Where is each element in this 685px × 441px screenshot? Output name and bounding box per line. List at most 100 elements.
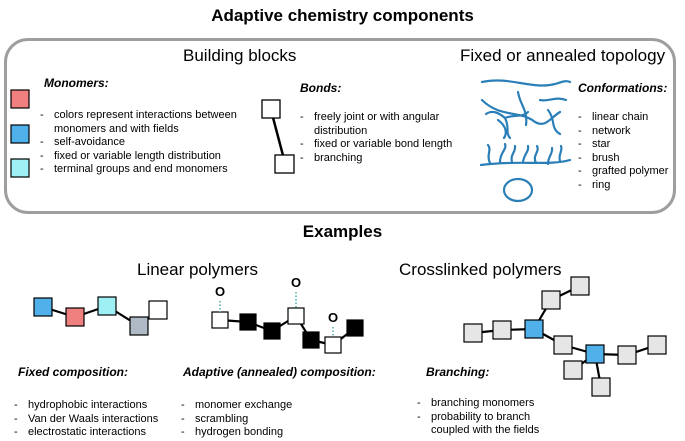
bullet-dash: - <box>300 151 304 164</box>
network-monomer <box>463 323 483 343</box>
examples-title: Examples <box>302 222 383 241</box>
brush-backbone <box>479 158 572 167</box>
monomer-item: -terminal groups and end monomers <box>40 163 237 177</box>
bullet-dash: - <box>14 426 18 439</box>
bullet-dash: - <box>578 111 582 123</box>
network-monomer <box>585 344 605 364</box>
oxygen-label: O <box>291 275 301 290</box>
fixed-composition-item: -Van der Waals interactions <box>14 413 158 427</box>
fixed-composition-heading: Fixed composition: <box>18 365 129 379</box>
monomer-swatch <box>10 89 30 109</box>
monomer-item-text: fixed or variable length distribution <box>54 149 221 162</box>
branching-list: -branching monomers-probability to branc… <box>417 397 539 438</box>
linear-polymers-title: Linear polymers <box>137 260 258 279</box>
monomer-item-text: terminal groups and end monomers <box>54 163 228 176</box>
bond-item-text: branching <box>314 151 363 164</box>
conformation-sketches <box>479 79 572 203</box>
monomer-item-text: monomers and with fields <box>54 122 179 135</box>
monomer-swatch <box>10 124 30 144</box>
main-title: Adaptive chemistry components <box>211 6 474 25</box>
bullet-dash: - <box>181 399 185 411</box>
chain-monomer <box>148 300 168 320</box>
linear-chain-curve <box>480 79 572 87</box>
branching-item: coupled with the fields <box>417 424 539 438</box>
network-monomer <box>591 377 611 397</box>
bond-monomer-bottom <box>274 154 295 174</box>
chain-monomer <box>211 311 229 329</box>
chain-monomer <box>263 322 281 340</box>
fixed-composition-item-text: Van der Waals interactions <box>28 412 159 425</box>
fixed-composition-item-text: electrostatic interactions <box>28 426 146 439</box>
bullet-dash: - <box>578 151 582 164</box>
fixed-composition-list: -hydrophobic interactions-Van der Waals … <box>14 399 158 440</box>
bond-item: distribution <box>300 125 452 139</box>
conformation-item: -ring <box>578 179 668 193</box>
chain-monomer <box>129 316 149 336</box>
fixed-composition-item: -electrostatic interactions <box>14 426 158 440</box>
bullet-dash: - <box>300 138 304 151</box>
network-curve <box>480 90 568 140</box>
chain-monomer <box>97 296 117 316</box>
adaptive-composition-item-text: scrambling <box>195 412 249 425</box>
bond-item-text: freely joint or with angular <box>314 111 440 123</box>
branching-item: -probability to branch <box>417 411 539 425</box>
chain-monomer <box>302 331 320 349</box>
conformation-item-text: ring <box>592 178 611 191</box>
conformations-heading: Conformations: <box>578 81 668 95</box>
bullet-dash: - <box>181 412 185 425</box>
crosslinked-network <box>463 276 667 397</box>
topology-title: Fixed or annealed topology <box>460 46 666 65</box>
adaptive-composition-item-text: monomer exchange <box>195 399 293 411</box>
network-monomer <box>541 290 561 310</box>
monomers-heading: Monomers: <box>44 76 109 90</box>
bullet-dash: - <box>14 412 18 425</box>
oxygen-label: O <box>215 284 225 299</box>
network-monomer <box>524 319 544 339</box>
monomer-item: -fixed or variable length distribution <box>40 150 237 164</box>
bond-item: -branching <box>300 152 452 166</box>
ring-curve <box>502 177 534 203</box>
network-monomer <box>563 360 583 380</box>
conformations-list: -linear chain-network-star-brush-grafted… <box>578 111 668 193</box>
conformation-item: -network <box>578 125 668 139</box>
bond-item: -fixed or variable bond length <box>300 138 452 152</box>
building-blocks-title: Building blocks <box>183 46 297 65</box>
conformation-item-text: linear chain <box>592 111 649 123</box>
components-panel <box>4 38 676 214</box>
fixed-composition-item-text: hydrophobic interactions <box>28 399 148 411</box>
bond-line <box>269 109 287 164</box>
monomer-item-text: self-avoidance <box>54 136 125 149</box>
bullet-dash: - <box>578 165 582 178</box>
adaptive-composition-item-text: hydrogen bonding <box>195 426 284 439</box>
bonds-heading: Bonds: <box>300 81 342 95</box>
bullet-dash: - <box>300 111 304 123</box>
conformation-item-text: network <box>592 124 631 137</box>
bullet-dash: - <box>40 136 44 149</box>
chain-monomer <box>324 336 342 354</box>
monomer-item: -colors represent interactions between <box>40 109 237 123</box>
chain-monomer <box>287 307 305 325</box>
bullet-dash: - <box>40 163 44 176</box>
adaptive-composition-item: -scrambling <box>181 413 292 427</box>
branching-item-text: branching monomers <box>431 397 535 409</box>
conformation-item-text: star <box>592 138 611 151</box>
conformation-item: -linear chain <box>578 111 668 125</box>
bullet-dash: - <box>14 399 18 411</box>
branching-item: -branching monomers <box>417 397 539 411</box>
branching-item-text: coupled with the fields <box>431 424 540 437</box>
bullet-dash: - <box>578 138 582 151</box>
bullet-dash: - <box>40 109 44 121</box>
monomer-swatch <box>10 158 30 178</box>
adaptive-composition-item: -hydrogen bonding <box>181 426 292 440</box>
adaptive-composition-list: -monomer exchange-scrambling-hydrogen bo… <box>181 399 292 440</box>
monomer-item-text: colors represent interactions between <box>54 109 237 121</box>
branching-heading: Branching: <box>426 365 490 379</box>
bond-illustration <box>261 99 295 174</box>
star-curve <box>484 110 530 140</box>
bullet-dash: - <box>417 397 421 409</box>
bullet-dash: - <box>40 149 44 162</box>
chain-monomer <box>65 307 85 327</box>
chain-monomer <box>239 313 257 331</box>
chain-monomer <box>33 297 53 317</box>
